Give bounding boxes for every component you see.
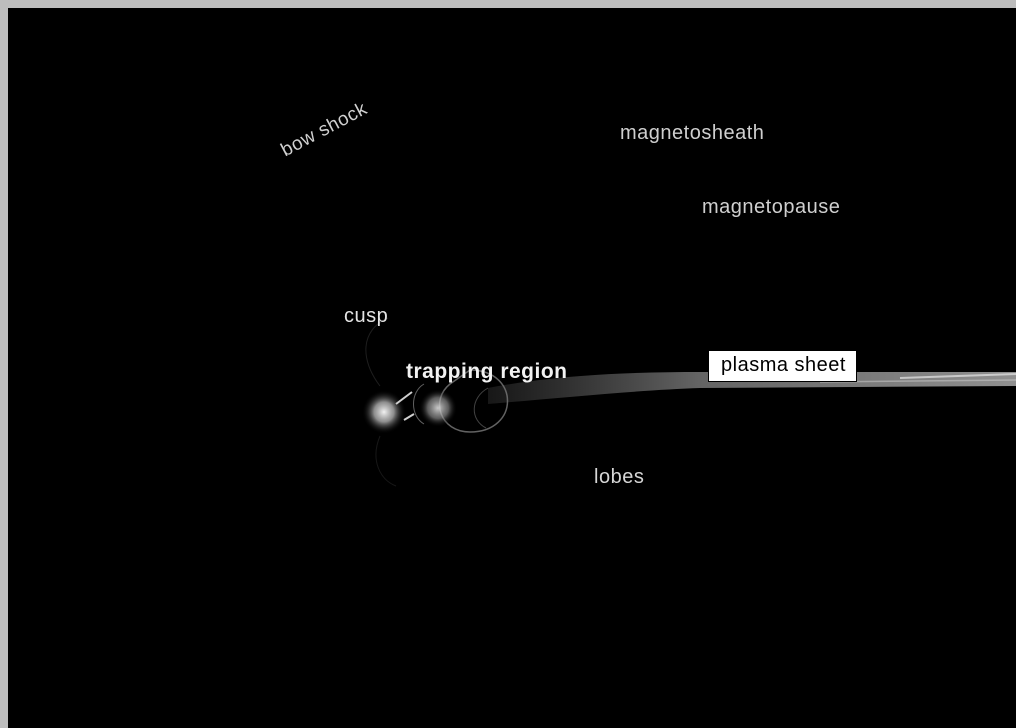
diagram-frame: bow shock magnetosheath magnetopause cus… xyxy=(8,8,1016,728)
cusp-label: cusp xyxy=(344,305,389,327)
faint-field-lines xyxy=(365,317,397,487)
plasma-sheet-label: plasma sheet xyxy=(708,350,857,382)
magnetopause-label: magnetopause xyxy=(702,196,841,218)
earth-glow xyxy=(362,389,457,434)
diagram-graphics xyxy=(362,317,1016,487)
trapping-region-label: trapping region xyxy=(406,360,568,383)
magnetosheath-label: magnetosheath xyxy=(620,122,765,144)
lobes-label: lobes xyxy=(594,466,645,488)
